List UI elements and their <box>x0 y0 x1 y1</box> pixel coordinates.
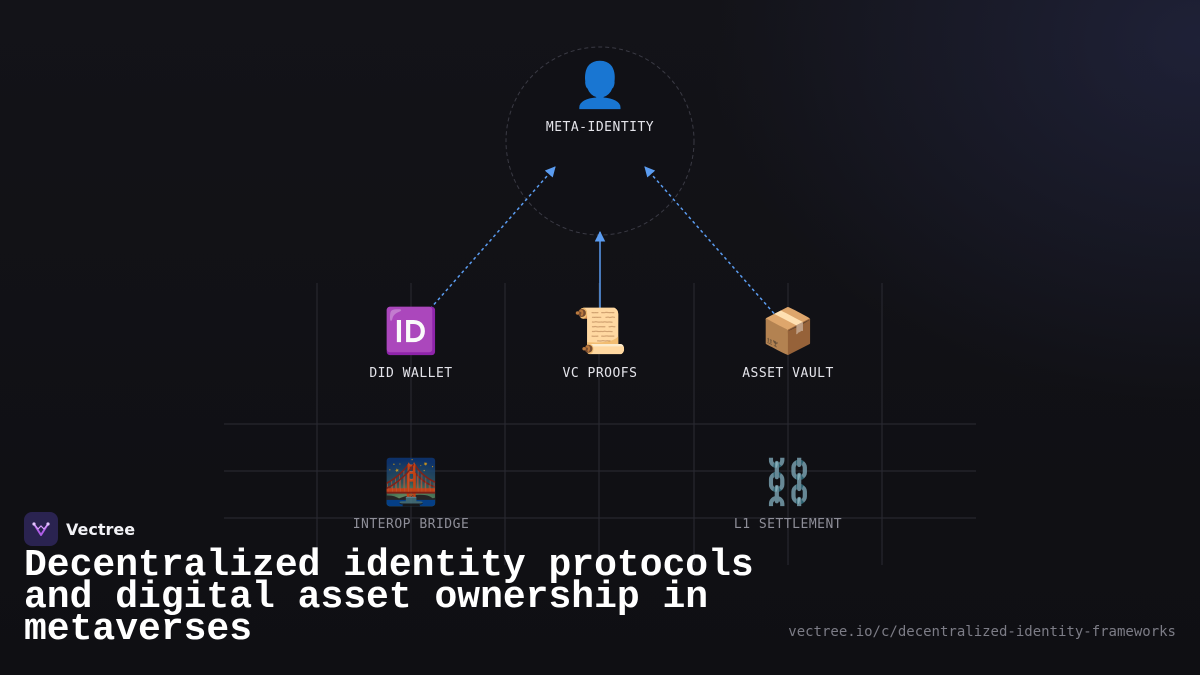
node-did-wallet: 🆔 DID WALLET <box>311 306 511 381</box>
scroll-icon: 📜 <box>572 306 628 357</box>
node-asset-vault: 📦 ASSET VAULT <box>688 306 888 381</box>
page-title: Decentralized identity protocols and dig… <box>24 544 754 651</box>
bridge-at-night-icon: 🌉 <box>383 457 439 508</box>
node-label: DID WALLET <box>369 366 453 381</box>
node-meta-identity: 👤 META-IDENTITY <box>500 60 700 135</box>
node-interop-bridge: 🌉 INTEROP BRIDGE <box>311 457 511 532</box>
node-vc-proofs: 📜 VC PROOFS <box>500 306 700 381</box>
node-l1-settlement: ⛓️ L1 SETTLEMENT <box>688 457 888 532</box>
id-button-icon: 🆔 <box>383 306 439 357</box>
arrow-did-wallet <box>429 166 556 310</box>
brand[interactable]: Vectree <box>24 512 135 546</box>
node-label: META-IDENTITY <box>545 120 655 135</box>
brand-name: Vectree <box>66 519 136 539</box>
connection-arrows <box>429 166 779 319</box>
chains-icon: ⛓️ <box>760 457 816 508</box>
bust-in-silhouette-icon: 👤 <box>572 60 628 111</box>
vectree-logo-icon <box>24 512 58 546</box>
node-label: L1 SETTLEMENT <box>733 517 843 532</box>
grid-lines <box>224 283 976 565</box>
package-icon: 📦 <box>760 306 816 357</box>
node-label: VC PROOFS <box>562 366 638 381</box>
page-url[interactable]: vectree.io/c/decentralized-identity-fram… <box>788 624 1176 640</box>
node-label: ASSET VAULT <box>742 366 834 381</box>
node-label: INTEROP BRIDGE <box>352 517 470 532</box>
